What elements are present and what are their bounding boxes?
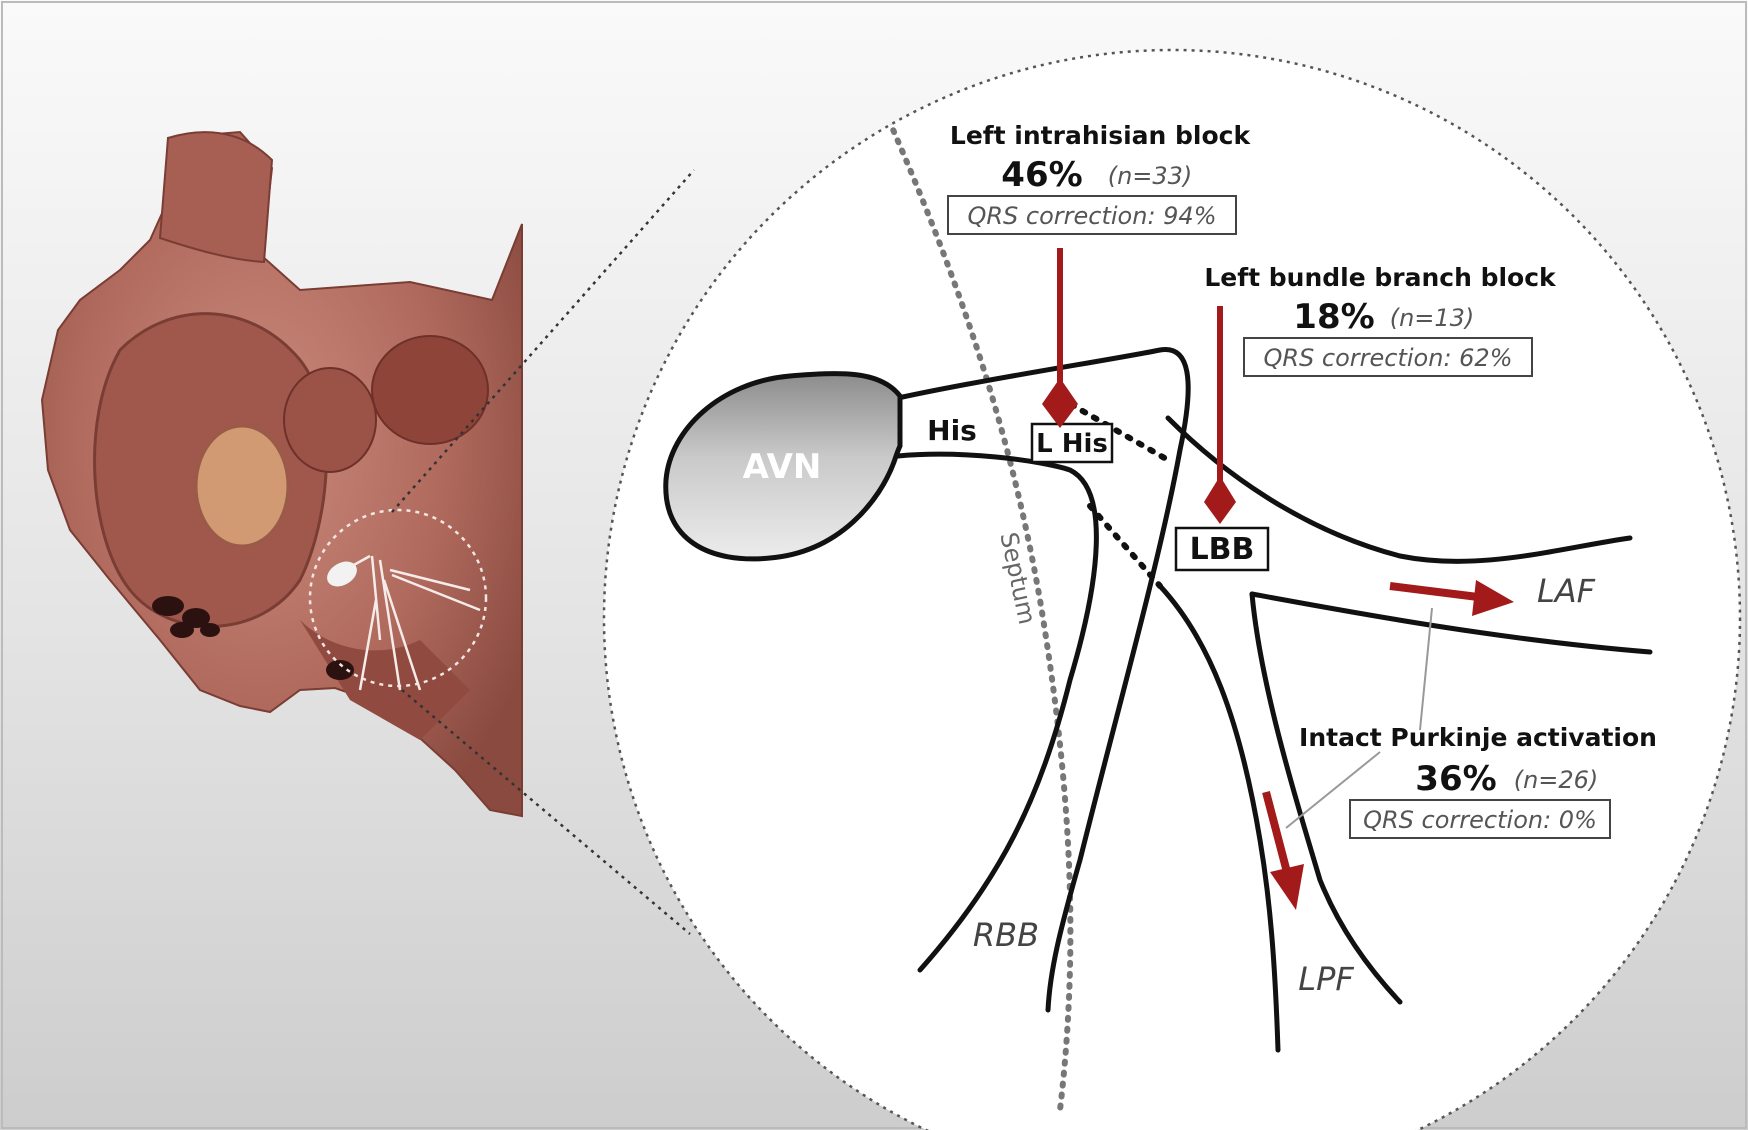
left-intrahisian-annotation: Left intrahisian block 46% (n=33) QRS co… [947, 121, 1252, 235]
lbb-label: LBB [1190, 532, 1255, 567]
lpf-activation-arrow [1262, 790, 1304, 910]
heart-zoom-circle [308, 508, 488, 688]
intact-purkinje-correction-box [1349, 799, 1611, 839]
lbb-box [1174, 526, 1270, 572]
rbb-label: RBB [973, 916, 1039, 954]
lhis-blocked-segment [1057, 395, 1171, 463]
lpf-left-path [1157, 583, 1281, 1053]
avn-label: AVN [743, 447, 822, 487]
l-his-label: L His [1036, 429, 1108, 459]
left-bundle-branch-correction: QRS correction: 62% [1263, 344, 1512, 372]
laf-label: LAF [1537, 572, 1596, 610]
lbb-blocked-segment [1087, 503, 1163, 589]
avn-shape [663, 371, 903, 562]
left-intrahisian-percent: 46% [1001, 155, 1082, 195]
lhis-block-arrow [1042, 248, 1078, 428]
heart-illustration [40, 130, 523, 818]
left-bundle-branch-title: Left bundle branch block [1204, 263, 1557, 292]
intact-purkinje-title: Intact Purkinje activation [1299, 723, 1657, 752]
purkinje-leader-lpf [1285, 751, 1381, 829]
intact-purkinje-correction: QRS correction: 0% [1363, 806, 1597, 834]
conduction-paths [895, 347, 1653, 1053]
zoom-line-bottom [401, 689, 691, 935]
zoom-circle [602, 48, 1742, 1130]
left-intrahisian-n: (n=33) [1108, 162, 1193, 190]
lpf-label: LPF [1298, 960, 1354, 998]
l-his-box [1030, 422, 1114, 464]
left-bundle-branch-n: (n=13) [1390, 304, 1475, 332]
rbb-path [895, 451, 1099, 973]
laf-lower-path [1249, 591, 1653, 655]
left-intrahisian-correction-box [947, 195, 1237, 235]
his-upper-path [895, 347, 1191, 1013]
intact-purkinje-n: (n=26) [1514, 766, 1599, 794]
lpf-right-path [1249, 591, 1403, 1005]
lbb-block-arrow [1204, 306, 1236, 524]
left-bundle-branch-correction-box [1243, 337, 1533, 377]
septum-line [877, 97, 1074, 1113]
purkinje-leader-laf [1419, 607, 1433, 731]
intact-purkinje-annotation: Intact Purkinje activation 36% (n=26) QR… [1299, 723, 1657, 839]
left-bundle-branch-annotation: Left bundle branch block 18% (n=13) QRS … [1204, 263, 1557, 377]
blocked-segments [1057, 395, 1171, 589]
intact-purkinje-percent: 36% [1415, 759, 1496, 799]
left-intrahisian-correction: QRS correction: 94% [967, 202, 1216, 230]
left-intrahisian-title: Left intrahisian block [950, 121, 1252, 150]
left-bundle-branch-percent: 18% [1293, 297, 1374, 337]
his-label: His [927, 414, 977, 447]
laf-activation-arrow [1389, 580, 1514, 616]
